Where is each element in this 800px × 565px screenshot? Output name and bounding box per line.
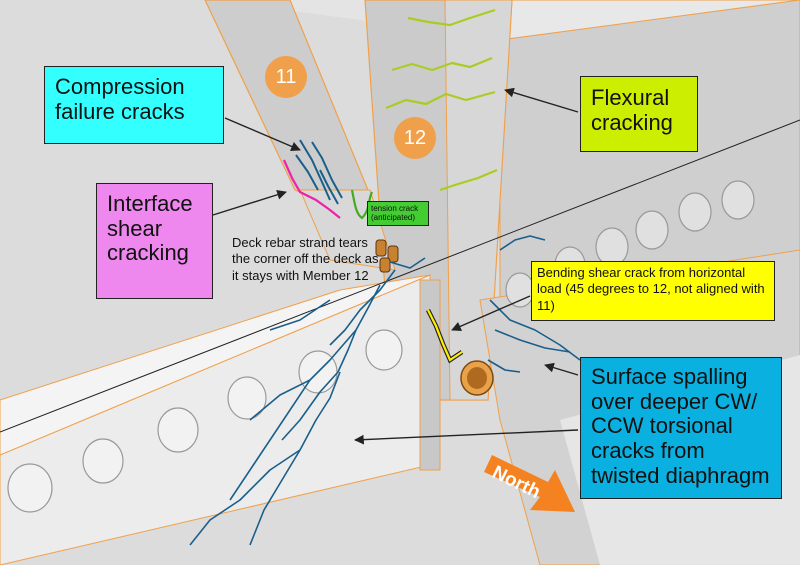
- member-12-number: 12: [403, 126, 427, 149]
- crack: [299, 139, 331, 201]
- crack: [499, 235, 546, 251]
- rebar-strands: [375, 239, 399, 273]
- crack: [281, 284, 381, 441]
- crack: [329, 269, 396, 346]
- crack: [385, 90, 496, 110]
- label-tension-crack: tension crack (anticipated): [367, 201, 429, 226]
- far-cracks: [487, 235, 581, 373]
- reference-line: [0, 119, 800, 433]
- arrow-flexural: [504, 87, 579, 113]
- tension-crack: [350, 189, 374, 220]
- crack: [439, 168, 498, 192]
- crack: [229, 329, 357, 501]
- north-arrow: [484, 455, 575, 512]
- crack: [489, 299, 581, 361]
- crack: [389, 257, 426, 269]
- arrow-spalling-1: [544, 362, 579, 376]
- interface-shear-crack: [282, 159, 341, 219]
- hole: [721, 180, 755, 220]
- member-12-face: [444, 0, 513, 401]
- arrow-bending: [451, 295, 531, 331]
- member-11-number: 11: [275, 65, 297, 88]
- label-bending-shear: Bending shear crack from horizontal load…: [531, 261, 775, 321]
- hole: [82, 438, 124, 484]
- crack: [295, 154, 319, 191]
- hole: [635, 210, 669, 250]
- arrow-interface: [212, 189, 287, 216]
- label-interface-shear: Interface shear cracking: [96, 183, 213, 299]
- hole: [227, 376, 267, 420]
- rebar-stub: [387, 245, 399, 263]
- hole: [7, 463, 53, 513]
- crack: [189, 449, 301, 546]
- label-flexural: Flexural cracking: [580, 76, 698, 152]
- member-11-badge: 11: [265, 56, 307, 98]
- arrow-compression: [224, 117, 301, 152]
- flexural-cracks: [385, 8, 498, 192]
- hole: [678, 192, 712, 232]
- crack: [269, 299, 331, 331]
- rebar-stub: [375, 239, 387, 257]
- label-compression-failure: Compression failure cracks: [44, 66, 224, 144]
- crack: [249, 379, 311, 421]
- hole: [365, 329, 403, 371]
- rebar-stub: [379, 257, 391, 273]
- arrow-spalling-2: [354, 429, 579, 445]
- hole: [505, 272, 535, 308]
- label-deck-rebar: Deck rebar strand tears the corner off t…: [232, 235, 379, 283]
- front-diaphragm-top: [0, 274, 431, 456]
- label-surface-spalling: Surface spalling over deeper CW/ CCW tor…: [580, 357, 782, 499]
- front-diaphragm-end: [419, 279, 441, 471]
- hole: [157, 407, 199, 453]
- crack: [494, 329, 571, 353]
- bending-shear-crack-fill: [427, 309, 463, 362]
- crack: [319, 169, 339, 205]
- crack: [311, 141, 343, 199]
- crack: [407, 8, 496, 27]
- torsional-cracks: [189, 257, 426, 546]
- rebar-sleeve-inner: [467, 367, 487, 389]
- leader-arrows: [212, 87, 579, 445]
- compression-cracks: [295, 139, 343, 205]
- member-12-badge: 12: [394, 117, 436, 159]
- crack: [391, 56, 493, 72]
- crack: [487, 359, 521, 373]
